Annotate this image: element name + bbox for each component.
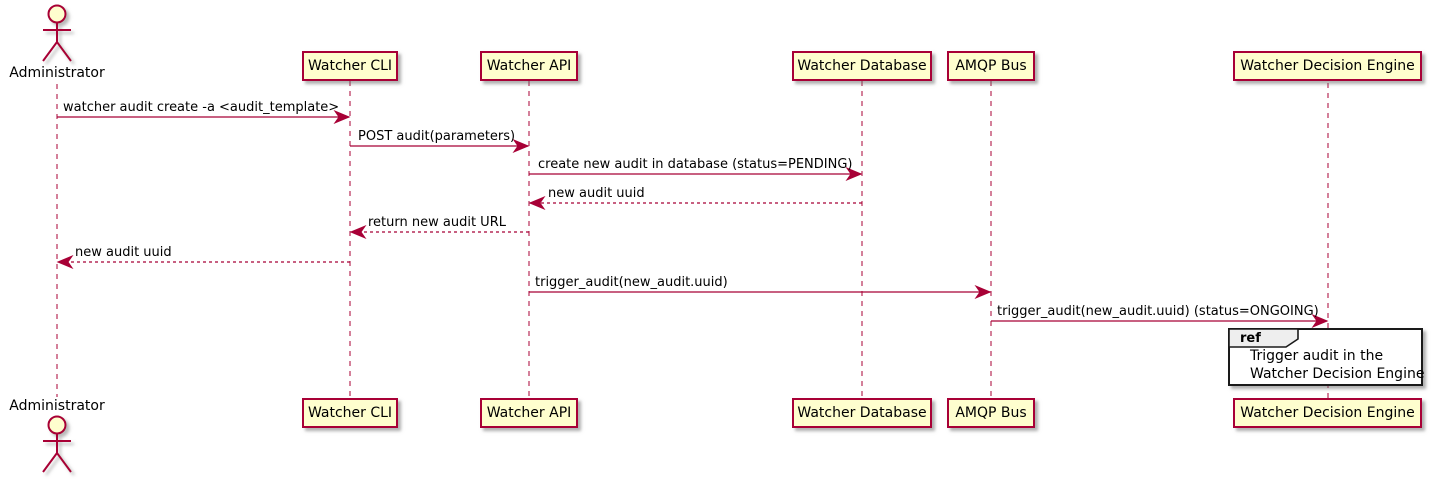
participant-box-watcher-decision-engine-top: Watcher Decision Engine [1233, 51, 1422, 81]
message-label-1: watcher audit create -a <audit_template> [63, 100, 340, 115]
actor-head [47, 415, 67, 435]
participant-box-watcher-database-bottom: Watcher Database [792, 398, 932, 428]
participant-box-amqp-bus-top: AMQP Bus [947, 51, 1035, 81]
actor-head [47, 4, 67, 24]
ref-keyword: ref [1240, 331, 1261, 346]
ref-header-pentagon [1228, 328, 1299, 348]
participant-box-watcher-api-top: Watcher API [480, 51, 578, 81]
actor-label-administrator-bottom: Administrator [9, 398, 105, 414]
participant-box-watcher-api-bottom: Watcher API [480, 398, 578, 428]
participant-box-watcher-cli-bottom: Watcher CLI [302, 398, 398, 428]
ref-text-line-2: Watcher Decision Engine [1250, 366, 1425, 382]
ref-text-line-1: Trigger audit in the [1250, 348, 1384, 364]
message-label-7: trigger_audit(new_audit.uuid) [535, 275, 728, 290]
actor-figure-administrator-bottom [42, 415, 72, 473]
message-label-2: POST audit(parameters) [358, 129, 516, 144]
message-arrows [56, 109, 1329, 329]
actor-label-administrator-top: Administrator [9, 65, 105, 81]
message-label-3: create new audit in database (status=PEN… [538, 157, 853, 172]
message-label-5: return new audit URL [368, 215, 506, 230]
participant-box-watcher-cli-top: Watcher CLI [302, 51, 398, 81]
participant-box-amqp-bus-bottom: AMQP Bus [947, 398, 1035, 428]
message-label-8: trigger_audit(new_audit.uuid) (status=ON… [997, 304, 1319, 319]
message-label-4: new audit uuid [548, 186, 645, 201]
actor-figure-administrator-top [42, 4, 72, 62]
ref-fragment: ref Trigger audit in the Watcher Decisio… [1228, 328, 1425, 386]
participant-box-watcher-decision-engine-bottom: Watcher Decision Engine [1233, 398, 1422, 428]
lifelines [56, 81, 1329, 398]
message-label-6: new audit uuid [75, 245, 172, 260]
participant-box-watcher-database-top: Watcher Database [792, 51, 932, 81]
